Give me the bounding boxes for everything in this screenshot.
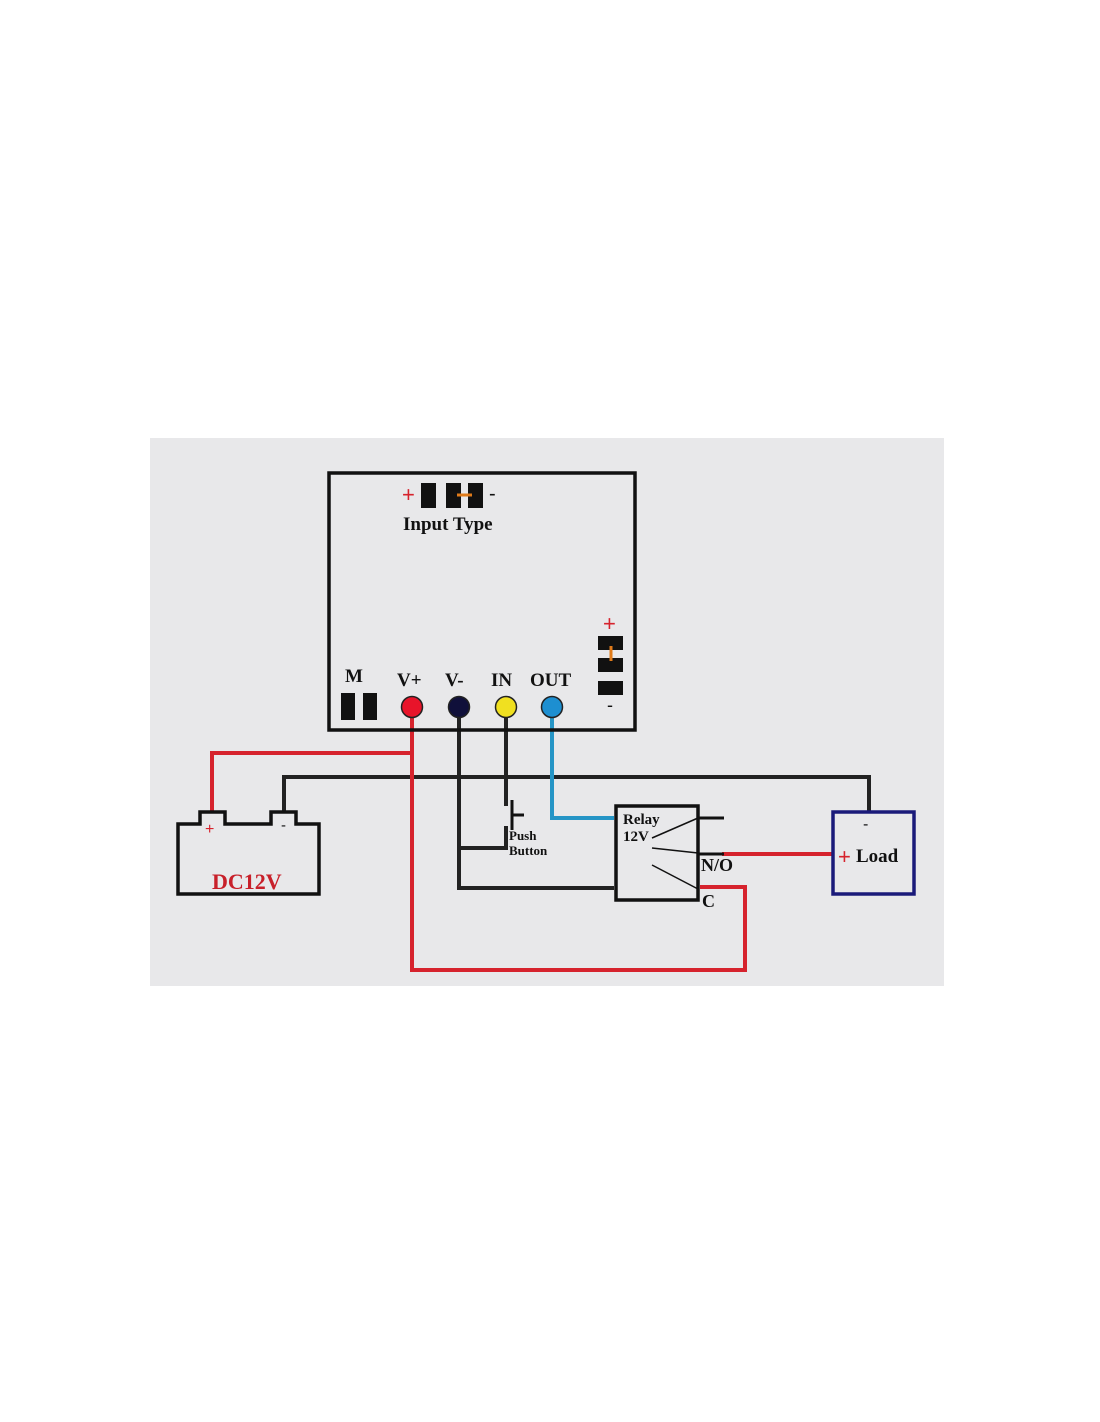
ground-bus-wire <box>282 775 871 812</box>
load-plus: + <box>838 844 851 869</box>
controller-box <box>327 471 637 732</box>
side-pin-3 <box>598 681 623 695</box>
relay-label-1: Relay <box>623 812 660 828</box>
relay-contact-nc <box>651 817 699 839</box>
terminal-label-out: OUT <box>530 670 572 691</box>
battery-label: DC12V <box>212 869 282 894</box>
relay-no-label: N/O <box>701 855 733 875</box>
vplus-relay-common-wire <box>410 753 747 972</box>
terminal-in <box>494 695 518 719</box>
terminal-out <box>540 695 564 719</box>
terminal-label-vminus: V- <box>445 670 464 691</box>
relay-c-label: C <box>702 891 715 911</box>
side-jumper-minus: - <box>607 695 613 715</box>
m-label: M <box>345 666 363 687</box>
push-button-label-1: Push <box>509 828 537 843</box>
side-jumper-plus: + <box>603 611 616 636</box>
load-box <box>831 810 916 896</box>
input-type-pin-2 <box>446 483 461 508</box>
load-minus: - <box>863 816 868 833</box>
terminal-label-vplus: V+ <box>397 670 422 691</box>
push-button-label-2: Button <box>509 843 548 858</box>
out-wire <box>550 712 614 820</box>
vminus-wire <box>457 712 614 890</box>
push-button-lower-wire <box>459 826 508 850</box>
input-type-pin-1 <box>421 483 436 508</box>
terminal-vplus <box>400 695 424 719</box>
terminal-label-in: IN <box>491 670 512 691</box>
load-label: Load <box>856 846 899 867</box>
battery-plus: + <box>205 821 214 838</box>
terminal-vminus <box>447 695 471 719</box>
side-pin-2 <box>598 658 623 672</box>
side-pin-1 <box>598 636 623 650</box>
input-type-pin-3 <box>468 483 483 508</box>
battery-minus: - <box>281 817 286 834</box>
m-pin-1 <box>341 693 355 720</box>
relay-contact-no <box>651 847 699 854</box>
input-type-minus: - <box>489 483 496 505</box>
relay-label-2: 12V <box>623 829 649 845</box>
relay-contact-common <box>651 864 699 890</box>
vplus-battery-wire <box>210 712 414 812</box>
battery-body <box>176 810 321 896</box>
m-pin-2 <box>363 693 377 720</box>
input-type-label: Input Type <box>403 514 493 535</box>
input-type-plus: + <box>402 482 415 507</box>
